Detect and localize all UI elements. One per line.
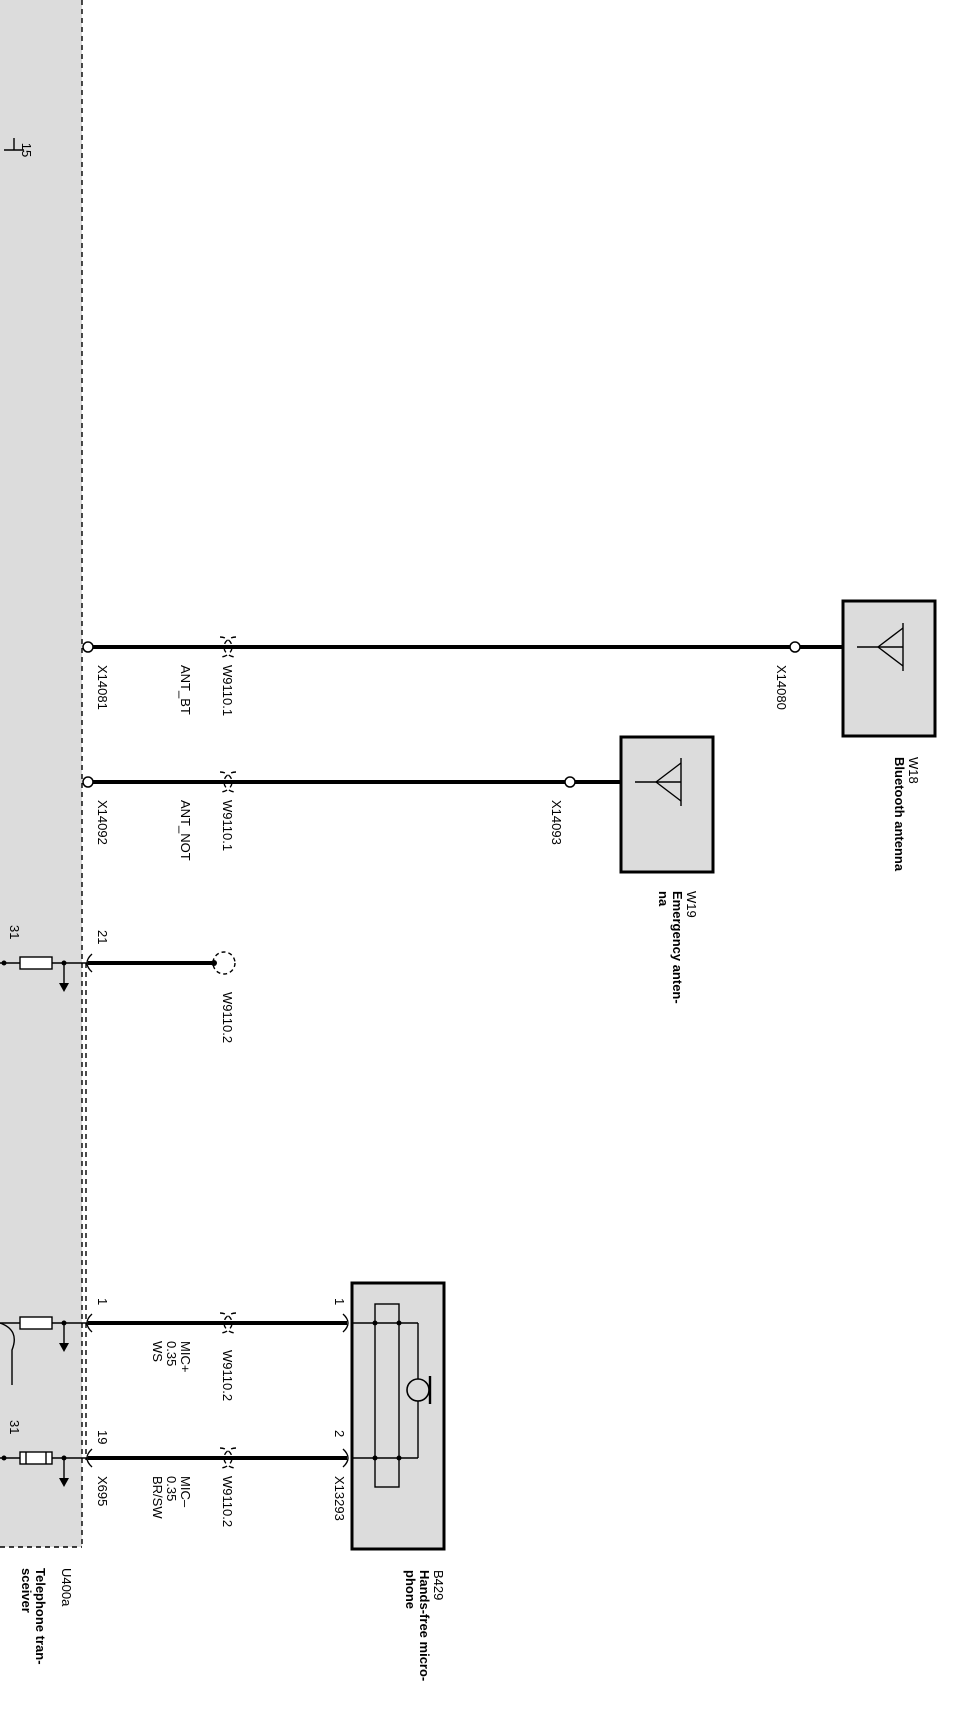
microphone-box[interactable] bbox=[350, 1281, 446, 1551]
conn-x14092: X14092 bbox=[95, 800, 110, 845]
terminal-15-label: 15 bbox=[19, 143, 34, 157]
plug-pin-21: W9110.2 bbox=[220, 992, 235, 1043]
wire-ant-not[interactable] bbox=[82, 771, 621, 793]
pin-1-module: 1 bbox=[95, 1298, 110, 1305]
microphone-id: B429 bbox=[431, 1570, 446, 1600]
ground-31-upper bbox=[0, 956, 88, 992]
plug-ant-not: W9110.1 bbox=[220, 800, 235, 851]
terminal-15: 15 bbox=[4, 138, 34, 157]
signal-mic-plus: MIC+ bbox=[178, 1341, 193, 1372]
conn-x14081: X14081 bbox=[95, 665, 110, 710]
microphone-name-line2: phone bbox=[403, 1570, 418, 1609]
color-mic-plus: WS bbox=[150, 1341, 165, 1362]
ground-31-lower bbox=[0, 1451, 88, 1487]
bluetooth-antenna-box[interactable] bbox=[841, 599, 937, 738]
ground-31-upper-label: 31 bbox=[7, 925, 22, 939]
emergency-antenna-id: W19 bbox=[684, 891, 699, 918]
plug-mic-plus: W9110.2 bbox=[220, 1350, 235, 1401]
ground-31-lower-label: 31 bbox=[7, 1420, 22, 1434]
module-name-line1: Telephone tran- bbox=[33, 1568, 48, 1665]
wire-ant-bt[interactable] bbox=[82, 636, 843, 658]
pin-21-label: 21 bbox=[95, 930, 110, 944]
microphone-icon bbox=[406, 1376, 432, 1404]
plug-ant-bt: W9110.1 bbox=[220, 665, 235, 716]
conn-x695: X695 bbox=[95, 1476, 110, 1506]
bt-antenna-id: W18 bbox=[906, 757, 921, 784]
emergency-antenna-name-line2: na bbox=[656, 891, 671, 907]
conn-x14093: X14093 bbox=[549, 800, 564, 845]
wire-mic-plus[interactable] bbox=[86, 1312, 349, 1334]
signal-ant-not: ANT_NOT bbox=[178, 800, 193, 861]
emergency-antenna-box[interactable] bbox=[619, 735, 715, 874]
module-id: U400a bbox=[59, 1568, 74, 1607]
size-mic-plus: 0.35 bbox=[164, 1341, 179, 1366]
pin-1-component: 1 bbox=[332, 1298, 347, 1305]
signal-mic-minus: MIC– bbox=[178, 1476, 193, 1508]
wire-mic-minus[interactable] bbox=[86, 1447, 349, 1469]
mic-plus-filter bbox=[0, 1316, 88, 1385]
telephone-transceiver-module[interactable] bbox=[0, 0, 83, 1548]
pin-2-component: 2 bbox=[332, 1430, 347, 1437]
conn-x14080: X14080 bbox=[774, 665, 789, 710]
microphone-name-line1: Hands-free micro- bbox=[417, 1570, 432, 1681]
plug-mic-minus: W9110.2 bbox=[220, 1476, 235, 1527]
color-mic-minus: BR/SW bbox=[150, 1476, 165, 1519]
conn-x13293: X13293 bbox=[332, 1476, 347, 1521]
size-mic-minus: 0.35 bbox=[164, 1476, 179, 1501]
bt-antenna-name: Bluetooth antenna bbox=[892, 757, 907, 872]
module-name-line2: sceiver bbox=[19, 1568, 34, 1613]
wire-pin-21[interactable] bbox=[86, 951, 236, 975]
emergency-antenna-name-line1: Emergency anten- bbox=[670, 891, 685, 1004]
signal-ant-bt: ANT_BT bbox=[178, 665, 193, 715]
pin-19-module: 19 bbox=[95, 1430, 110, 1444]
